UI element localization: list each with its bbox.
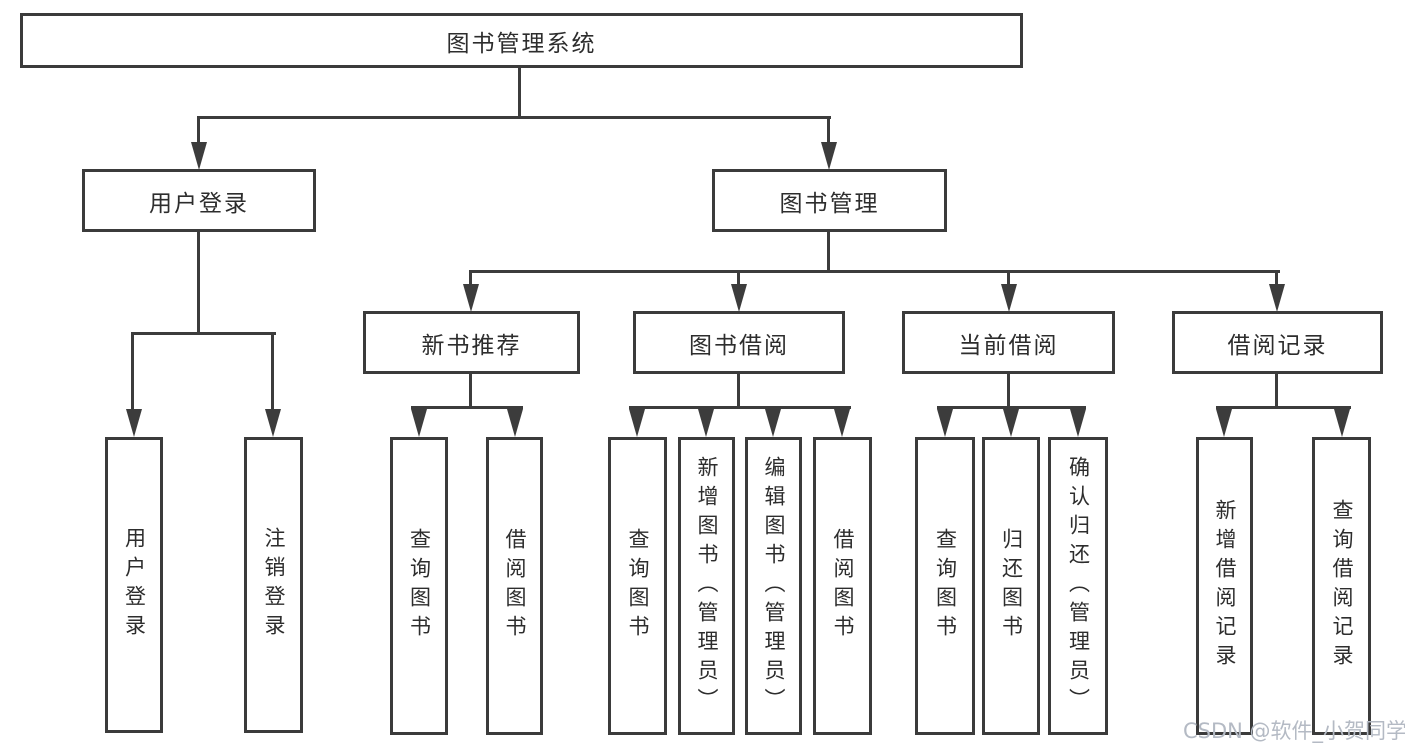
connector-login-branch — [132, 332, 276, 335]
leaf-borrow-edit-book-admin: 编辑图书（管理员） — [745, 437, 802, 735]
connector-login-stem — [197, 232, 200, 335]
node-new-book-recommend: 新书推荐 — [363, 311, 580, 374]
arrow-down-icon — [191, 142, 207, 170]
connector-mgmt-drop-2 — [737, 270, 740, 287]
connector-root-branch — [198, 116, 831, 119]
arrow-down-icon — [1216, 409, 1232, 437]
arrow-down-icon — [629, 409, 645, 437]
leaf-recommend-borrow-book-label: 借阅图书 — [503, 528, 527, 644]
connector-mgmt-drop-3 — [1007, 270, 1010, 287]
node-user-login-label: 用户登录 — [149, 190, 249, 217]
connector-mgmt-drop-1 — [469, 270, 472, 287]
leaf-current-confirm-return-admin-label: 确认归还（管理员） — [1066, 455, 1091, 717]
leaf-user-login: 用户登录 — [105, 437, 163, 733]
leaf-recommend-borrow-book: 借阅图书 — [486, 437, 543, 735]
leaf-current-return-book-label: 归还图书 — [999, 528, 1024, 644]
leaf-record-query-record: 查询借阅记录 — [1312, 437, 1371, 735]
arrow-down-icon — [1003, 409, 1019, 437]
leaf-current-return-book: 归还图书 — [982, 437, 1040, 735]
arrow-down-icon — [463, 284, 479, 312]
leaf-recommend-query-book: 查询图书 — [390, 437, 448, 735]
node-book-mgmt-label: 图书管理 — [779, 190, 880, 217]
connector-login-drop-right — [271, 332, 274, 410]
connector-mgmt-stem — [827, 232, 830, 273]
arrow-down-icon — [126, 409, 142, 437]
node-borrow-record-label: 借阅记录 — [1227, 332, 1328, 359]
arrow-down-icon — [1334, 409, 1350, 437]
arrow-down-icon — [731, 284, 747, 312]
connector-recommend-branch — [411, 406, 523, 409]
node-book-borrow-label: 图书借阅 — [689, 332, 789, 359]
connector-recommend-stem — [469, 374, 472, 408]
connector-borrow-stem — [737, 374, 740, 408]
arrow-down-icon — [411, 409, 427, 437]
leaf-record-query-record-label: 查询借阅记录 — [1330, 499, 1354, 673]
leaf-user-login-label: 用户登录 — [122, 527, 147, 643]
leaf-recommend-query-book-label: 查询图书 — [407, 528, 432, 644]
node-book-borrow: 图书借阅 — [633, 311, 845, 374]
leaf-logout-label: 注销登录 — [262, 527, 286, 643]
node-root-label: 图书管理系统 — [446, 30, 597, 57]
leaf-current-query-book-label: 查询图书 — [933, 528, 958, 644]
connector-to-book-mgmt — [827, 116, 830, 145]
node-new-book-recommend-label: 新书推荐 — [421, 332, 522, 359]
node-user-login: 用户登录 — [82, 169, 316, 232]
arrow-down-icon — [1070, 409, 1086, 437]
leaf-borrow-add-book-admin-label: 新增图书（管理员） — [695, 455, 719, 717]
node-current-borrow: 当前借阅 — [902, 311, 1115, 374]
connector-current-branch — [937, 406, 1086, 409]
node-current-borrow-label: 当前借阅 — [958, 332, 1059, 359]
connector-borrow-branch — [629, 406, 851, 409]
leaf-borrow-edit-book-admin-label: 编辑图书（管理员） — [762, 455, 786, 717]
leaf-borrow-query-book: 查询图书 — [608, 437, 667, 735]
arrow-down-icon — [765, 409, 781, 437]
arrow-down-icon — [834, 409, 850, 437]
connector-mgmt-drop-4 — [1275, 270, 1278, 287]
arrow-down-icon — [821, 142, 837, 170]
connector-root-stem — [518, 68, 521, 118]
arrow-down-icon — [1001, 284, 1017, 312]
node-borrow-record: 借阅记录 — [1172, 311, 1383, 374]
connector-to-user-login — [197, 116, 200, 145]
leaf-borrow-borrow-book: 借阅图书 — [813, 437, 872, 735]
leaf-borrow-borrow-book-label: 借阅图书 — [831, 528, 855, 644]
leaf-logout: 注销登录 — [244, 437, 303, 733]
node-book-mgmt: 图书管理 — [712, 169, 947, 232]
arrow-down-icon — [265, 409, 281, 437]
arrow-down-icon — [698, 409, 714, 437]
connector-login-drop-left — [131, 332, 134, 410]
leaf-record-add-record: 新增借阅记录 — [1196, 437, 1253, 735]
arrow-down-icon — [1269, 284, 1285, 312]
connector-record-stem — [1275, 374, 1278, 407]
connector-current-stem — [1007, 374, 1010, 408]
connector-mgmt-branch — [469, 270, 1280, 273]
leaf-current-query-book: 查询图书 — [915, 437, 975, 735]
csdn-watermark: CSDN @软件_小贺同学 — [1183, 719, 1405, 743]
leaf-record-add-record-label: 新增借阅记录 — [1213, 499, 1237, 673]
leaf-current-confirm-return-admin: 确认归还（管理员） — [1048, 437, 1108, 735]
arrow-down-icon — [507, 409, 523, 437]
connector-record-branch — [1216, 406, 1351, 409]
leaf-borrow-query-book-label: 查询图书 — [626, 528, 650, 644]
leaf-borrow-add-book-admin: 新增图书（管理员） — [678, 437, 735, 735]
node-root: 图书管理系统 — [20, 13, 1023, 68]
arrow-down-icon — [937, 409, 953, 437]
